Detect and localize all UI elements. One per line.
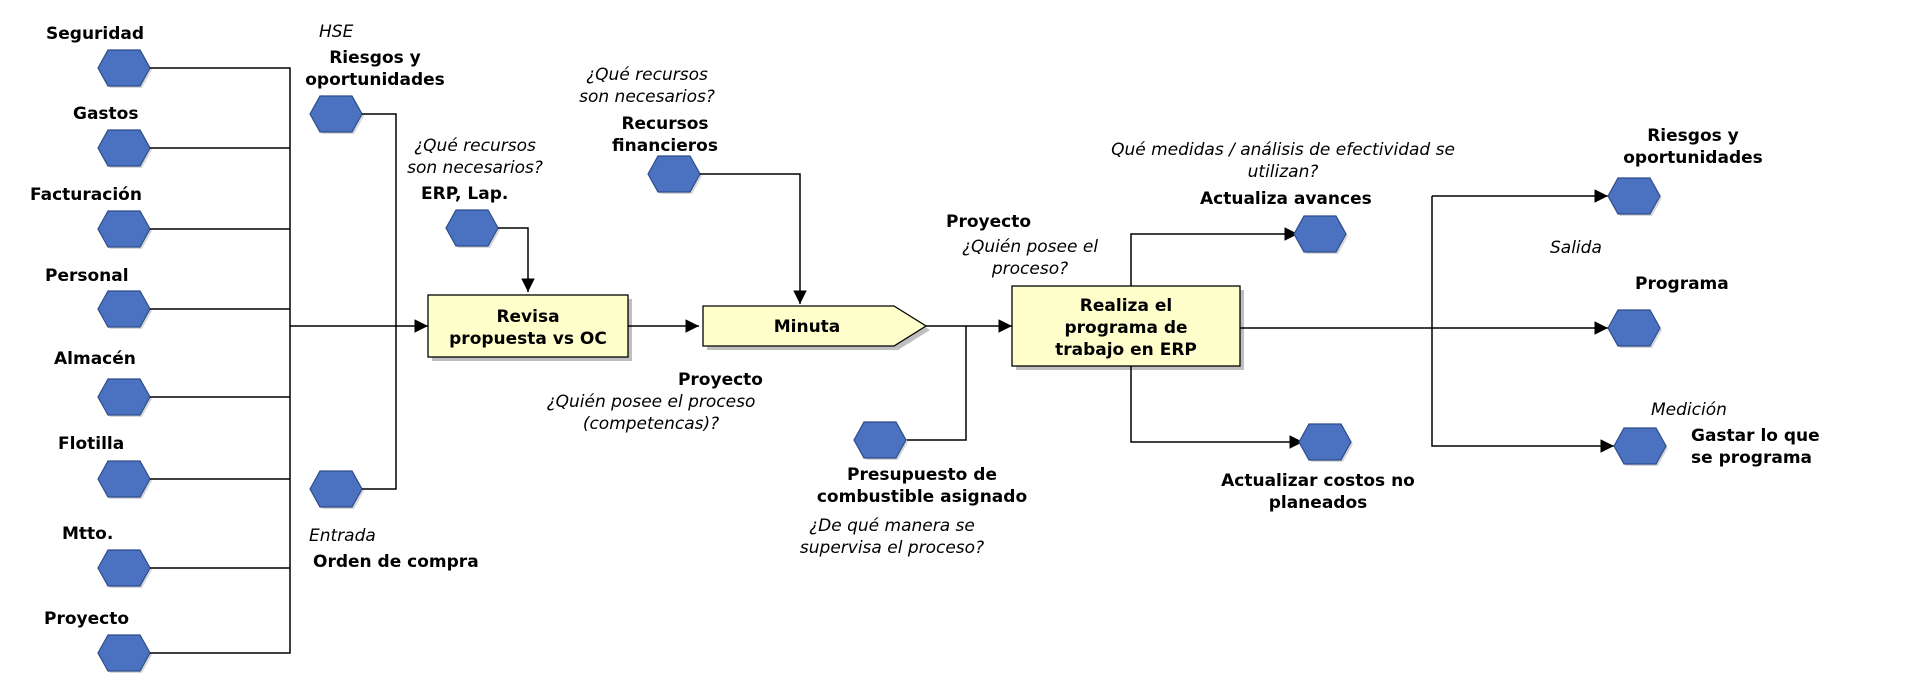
hex-actualiza-avances xyxy=(1293,215,1349,255)
owner1-question-2: (competencas)? xyxy=(583,414,719,434)
recursos-financieros-label-2: financieros xyxy=(612,136,718,156)
input-label: Gastos xyxy=(73,104,138,124)
programa-label: Programa xyxy=(1635,274,1729,294)
input-gastos: Gastos xyxy=(73,104,153,169)
resources-question-1: ¿Qué recursos xyxy=(414,136,536,156)
box2-label: Minuta xyxy=(774,317,841,337)
owner2-question-2: proceso? xyxy=(991,259,1068,279)
measures-question-2: utilizan? xyxy=(1248,162,1319,182)
risks-out-label-2: oportunidades xyxy=(1623,148,1763,168)
owner2-question: ¿Quién posee el xyxy=(962,237,1098,257)
process-box-realiza: Realiza el programa de trabajo en ERP xyxy=(1011,285,1244,370)
salida-caption: Salida xyxy=(1550,238,1602,258)
presupuesto-label-2: combustible asignado xyxy=(817,487,1027,507)
gastar-label-2: se programa xyxy=(1691,448,1812,468)
actualizar-costos-label-2: planeados xyxy=(1269,493,1368,513)
risks-out-label: Riesgos y xyxy=(1647,126,1739,146)
measures-question: Qué medidas / análisis de efectividad se xyxy=(1111,140,1455,160)
input-proyecto: Proyecto xyxy=(44,609,153,674)
supervise-question-2: supervisa el proceso? xyxy=(800,538,984,558)
hex-presupuesto xyxy=(853,421,909,461)
box1-line1: Revisa xyxy=(496,307,559,327)
input-flotilla: Flotilla xyxy=(58,434,153,500)
input-mtto: Mtto. xyxy=(62,524,153,589)
recursos-financieros-label: Recursos xyxy=(621,114,708,134)
gastar-label: Gastar lo que xyxy=(1691,426,1820,446)
box3-line3: trabajo en ERP xyxy=(1055,340,1197,360)
input-almacen: Almacén xyxy=(54,349,153,418)
hex-gastar xyxy=(1613,427,1669,467)
hex-programa xyxy=(1607,309,1663,349)
hex-recursos-financieros xyxy=(647,155,703,195)
owner2-title: Proyecto xyxy=(946,212,1031,232)
input-label: Almacén xyxy=(54,349,136,369)
box1-line2: propuesta vs OC xyxy=(449,329,607,349)
input-connectors xyxy=(150,67,291,654)
input-facturacion: Facturación xyxy=(30,185,153,250)
process-box-minuta: Minuta xyxy=(702,305,930,350)
resources-question-2b: son necesarios? xyxy=(579,87,715,107)
input-label: Personal xyxy=(45,266,129,286)
risks-in-label-2: oportunidades xyxy=(305,70,445,90)
entrada-caption: Entrada xyxy=(309,526,376,546)
resources-question-2: ¿Qué recursos xyxy=(586,65,708,85)
input-personal: Personal xyxy=(45,266,153,330)
input-label: Facturación xyxy=(30,185,142,205)
input-seguridad: Seguridad xyxy=(46,24,153,89)
orden-compra-label: Orden de compra xyxy=(313,552,479,572)
resources-question-1b: son necesarios? xyxy=(407,158,543,178)
hex-erp-lap xyxy=(445,209,501,249)
input-label: Mtto. xyxy=(62,524,113,544)
process-box-revisa: Revisa propuesta vs OC xyxy=(427,294,632,361)
owner1-question: ¿Quién posee el proceso xyxy=(547,392,756,412)
hex-actualizar-costos xyxy=(1298,423,1354,463)
input-label: Seguridad xyxy=(46,24,144,44)
box3-line2: programa de xyxy=(1064,318,1187,338)
owner1-title: Proyecto xyxy=(678,370,763,390)
presupuesto-label: Presupuesto de xyxy=(847,465,997,485)
hse-caption: HSE xyxy=(319,22,354,42)
hex-risks-out xyxy=(1607,177,1663,217)
risks-in-label: Riesgos y xyxy=(329,48,421,68)
actualizar-costos-label: Actualizar costos no xyxy=(1221,471,1415,491)
medicion-caption: Medición xyxy=(1651,400,1727,420)
erp-lap-label: ERP, Lap. xyxy=(421,184,508,204)
actualiza-avances-label: Actualiza avances xyxy=(1200,189,1372,209)
input-label: Flotilla xyxy=(58,434,124,454)
input-label: Proyecto xyxy=(44,609,129,629)
hex-risks-in xyxy=(309,95,365,135)
box3-line1: Realiza el xyxy=(1080,296,1172,316)
supervise-question: ¿De qué manera se xyxy=(809,516,975,536)
hex-orden-compra xyxy=(309,470,365,510)
